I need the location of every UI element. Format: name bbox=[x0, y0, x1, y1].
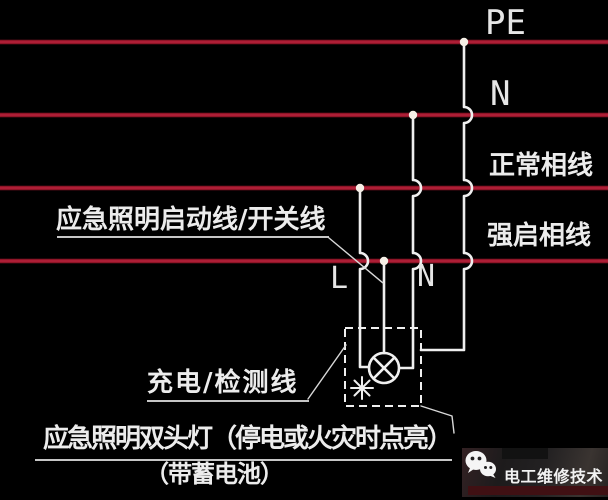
terminal-label-live: L bbox=[330, 261, 349, 296]
callout-start-switch: 应急照明启动线/开关线 bbox=[56, 205, 326, 235]
leader-caption-main bbox=[420, 405, 455, 434]
watermark-red-strip bbox=[468, 486, 608, 495]
watermark-photo-patch bbox=[502, 448, 548, 459]
junction-dot-neutral bbox=[408, 110, 418, 120]
wire-pe-to-enclosure bbox=[419, 40, 474, 352]
bus-label-forced-phase: 强启相线 bbox=[487, 221, 592, 251]
bus-label-pe: PE bbox=[485, 3, 526, 43]
terminal-label-neutral: N bbox=[417, 259, 436, 294]
bus-label-normal-phase: 正常相线 bbox=[489, 151, 594, 181]
asterisk-icon bbox=[350, 376, 374, 400]
callout-charge-detect: 充电/检测线 bbox=[147, 368, 299, 398]
leader-start-switch bbox=[328, 237, 384, 284]
wechat-icon bbox=[465, 451, 496, 478]
junction-dot-pe bbox=[459, 37, 469, 47]
wire-normal-phase-to-lamp bbox=[358, 186, 370, 369]
watermark-text: 电工维修技术 bbox=[504, 467, 604, 486]
wire-neutral-to-lamp bbox=[398, 113, 423, 370]
junction-dot-forced-phase bbox=[379, 256, 389, 266]
caption-sub: （带蓄电池） bbox=[145, 460, 284, 488]
bus-label-neutral: N bbox=[490, 74, 511, 114]
caption-main: 应急照明双头灯（停电或火灾时点亮） bbox=[43, 424, 453, 454]
junction-dot-normal-phase bbox=[355, 183, 365, 193]
lamp-circle-cross-icon bbox=[367, 351, 401, 385]
watermark-panel: 电工维修技术 bbox=[462, 448, 608, 497]
leader-charge-detect bbox=[307, 344, 347, 400]
